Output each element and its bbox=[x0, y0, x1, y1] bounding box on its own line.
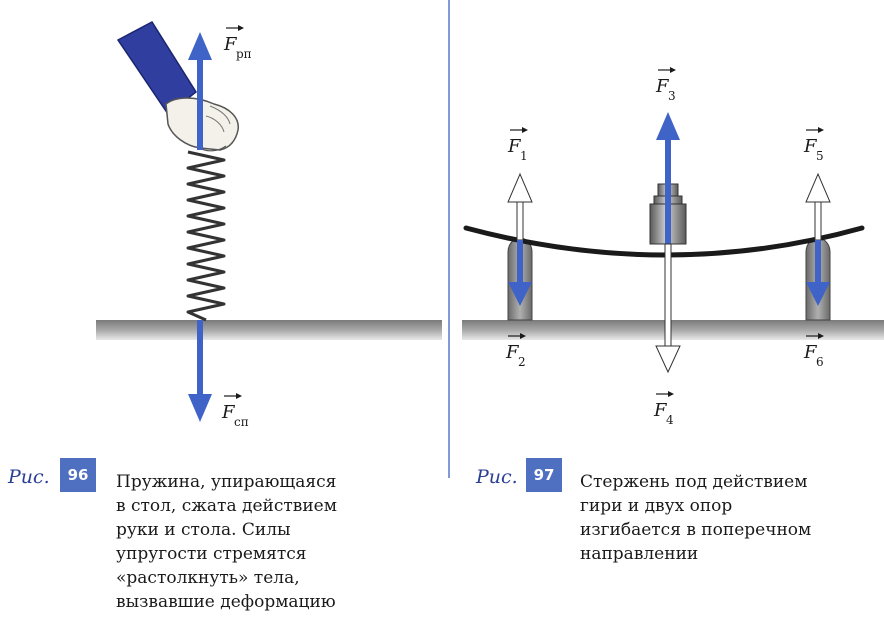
figure-96-caption: Пружина, упирающаяся в стол, сжата дейст… bbox=[116, 470, 337, 614]
force-symbol: F bbox=[803, 136, 818, 157]
spring bbox=[186, 150, 226, 322]
caption-line: руки и стола. Силы bbox=[116, 520, 291, 540]
force-symbol: F bbox=[803, 342, 818, 363]
force-arrow-f4 bbox=[655, 243, 681, 374]
force-subscript: рп bbox=[236, 47, 252, 61]
force-subscript: 3 bbox=[668, 89, 676, 103]
force-symbol: F bbox=[655, 76, 670, 97]
force-symbol: F bbox=[507, 136, 522, 157]
force-symbol: F bbox=[653, 400, 668, 421]
figure-96-diagram: F рп F сп bbox=[96, 21, 442, 429]
force-label-f4: F 4 bbox=[653, 391, 674, 427]
force-subscript: 4 bbox=[666, 413, 674, 427]
force-symbol: F bbox=[221, 402, 236, 423]
force-label-f-rp: F рп bbox=[223, 25, 252, 61]
figure-96-number-badge: 96 bbox=[60, 458, 96, 492]
hand bbox=[116, 21, 239, 152]
sleeve bbox=[116, 21, 197, 116]
caption-line: упругости стремятся bbox=[116, 544, 307, 564]
force-subscript: 5 bbox=[816, 149, 824, 163]
force-arrow-f3 bbox=[656, 112, 680, 244]
force-arrow-f-sp bbox=[188, 320, 212, 422]
figure-97-number-badge: 97 bbox=[526, 458, 562, 492]
force-arrow-f-rp bbox=[188, 32, 212, 150]
force-label-f1: F 1 bbox=[507, 127, 528, 163]
force-symbol: F bbox=[505, 342, 520, 363]
caption-line: направлении bbox=[580, 544, 699, 564]
force-label-f3: F 3 bbox=[655, 67, 676, 103]
force-label-f2: F 2 bbox=[505, 333, 526, 369]
figure-97-label: Рис. bbox=[476, 466, 518, 488]
caption-line: гири и двух опор bbox=[580, 496, 733, 516]
force-subscript: 2 bbox=[518, 355, 526, 369]
figure-96-label: Рис. bbox=[8, 466, 50, 488]
force-arrow-f1 bbox=[507, 172, 533, 241]
force-subscript: 6 bbox=[816, 355, 824, 369]
figure-97-caption: Стержень под действием гири и двух опор … bbox=[580, 470, 811, 566]
force-arrow-f2 bbox=[508, 240, 532, 306]
figure-97-diagram: F 1 F 2 F 3 F 4 F 5 bbox=[462, 67, 884, 427]
force-arrow-f6 bbox=[806, 240, 830, 306]
force-label-f6: F 6 bbox=[803, 333, 824, 369]
force-subscript: сп bbox=[234, 415, 249, 429]
caption-line: Пружина, упирающаяся bbox=[116, 472, 337, 492]
table-surface bbox=[96, 320, 442, 340]
force-subscript: 1 bbox=[520, 149, 528, 163]
force-arrow-f5 bbox=[805, 172, 831, 241]
force-label-f5: F 5 bbox=[803, 127, 824, 163]
caption-line: изгибается в поперечном bbox=[580, 520, 812, 540]
force-label-f-sp: F сп bbox=[221, 393, 249, 429]
caption-line: в стол, сжата действием bbox=[116, 496, 337, 516]
caption-line: Стержень под действием bbox=[580, 472, 808, 492]
force-symbol: F bbox=[223, 34, 238, 55]
caption-line: вызвавшие деформацию bbox=[116, 592, 336, 612]
table-surface-97 bbox=[462, 320, 884, 340]
caption-line: «растолкнуть» тела, bbox=[116, 568, 300, 588]
